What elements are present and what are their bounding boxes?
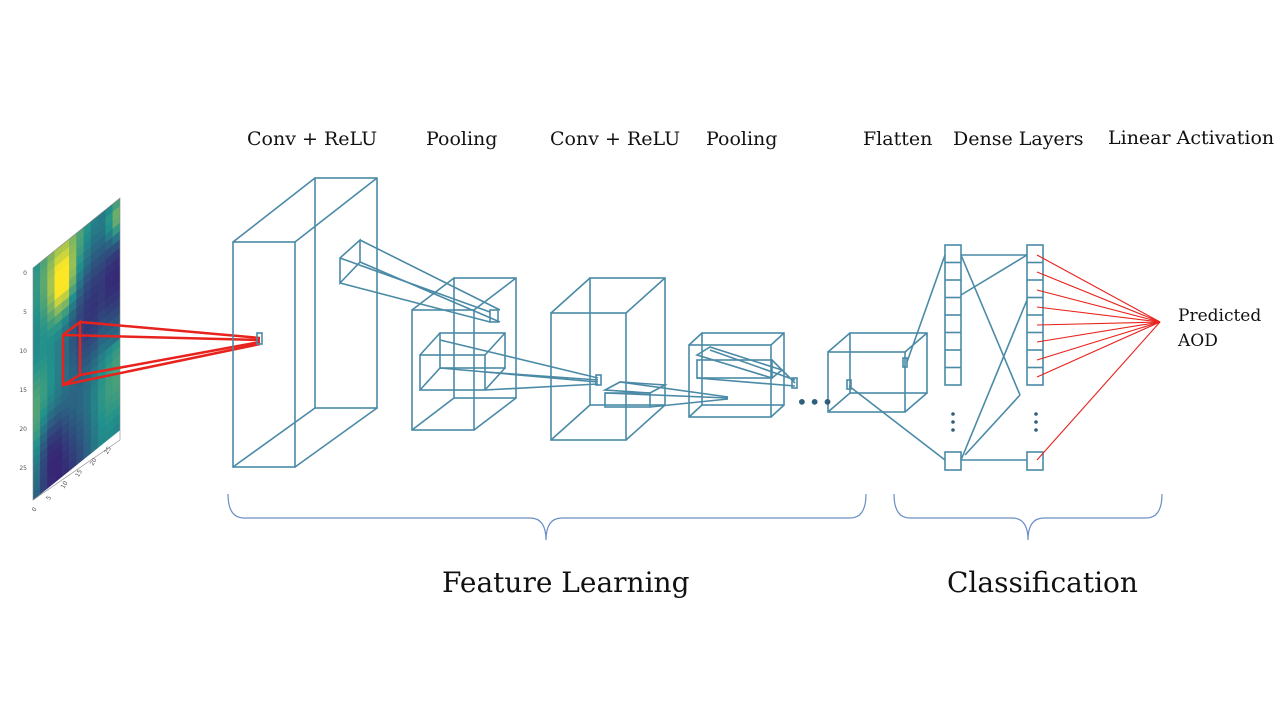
dense-layer-2 <box>1026 244 1044 471</box>
heatmap-y-tick: 5 <box>23 309 27 316</box>
heatmap-cell <box>112 247 120 263</box>
output-connection-line <box>1036 306 1161 323</box>
output-connection-line <box>1036 321 1161 326</box>
heatmap-cell <box>112 330 120 346</box>
output-connection-line <box>1036 321 1161 343</box>
heatmap-x-tick: 10 <box>60 480 70 490</box>
rf-line-2 <box>79 320 261 340</box>
feature-learning-bracket <box>227 493 867 541</box>
heatmap-cell <box>112 379 120 395</box>
heatmap-y-tick: 20 <box>19 426 27 433</box>
heatmap-cell <box>112 346 120 362</box>
dense-layer-1 <box>944 244 962 471</box>
heatmap-cell <box>112 280 120 296</box>
flatten-to-dense-connections <box>848 254 946 461</box>
heatmap-x-tick: 5 <box>45 495 53 502</box>
heatmap-cell <box>112 214 120 230</box>
heatmap-cell <box>112 272 120 288</box>
conv1-back-face <box>314 177 378 409</box>
label-pooling-2: Pooling <box>706 128 778 150</box>
output-connections <box>1036 254 1161 461</box>
heatmap-cell <box>112 421 120 437</box>
pool1-volume <box>411 277 599 431</box>
input-heatmap <box>32 197 121 501</box>
heatmap-y-tick: 15 <box>19 387 27 394</box>
conv1-to-pool1-kernel <box>339 238 501 323</box>
output-connection-line <box>1036 271 1161 323</box>
output-label-aod: AOD <box>1178 331 1218 351</box>
heatmap-x-tick: 20 <box>89 457 99 467</box>
heatmap-cell <box>112 413 120 428</box>
output-connection-line <box>1036 321 1161 361</box>
heatmap-cell <box>112 239 120 254</box>
heatmap-cell <box>112 338 120 354</box>
receptive-field-connections <box>61 319 261 388</box>
conv1-volume <box>232 177 378 468</box>
section-brackets <box>227 493 1163 541</box>
section-label-classification: Classification <box>947 566 1138 599</box>
output-connection-line <box>1036 289 1161 323</box>
heatmap-y-tick: 25 <box>19 465 27 472</box>
heatmap-cell <box>112 205 120 221</box>
label-flatten: Flatten <box>863 128 933 150</box>
heatmap-x-tick: 25 <box>103 445 113 455</box>
section-label-feature-learning: Feature Learning <box>442 566 690 599</box>
heatmap-cells <box>33 198 120 500</box>
conv1-kernel-patch <box>256 332 263 345</box>
label-linear-activation: Linear Activation <box>1108 127 1275 149</box>
label-dense-layers: Dense Layers <box>953 128 1084 150</box>
heatmap-cell <box>112 297 120 312</box>
heatmap-border <box>32 197 121 501</box>
heatmap-x-tick: 15 <box>74 468 84 478</box>
layer-ellipsis: ••• <box>796 390 835 414</box>
label-pooling-1: Pooling <box>426 128 498 150</box>
flatten-volume <box>827 332 928 413</box>
heatmap-y-tick: 0 <box>23 270 27 277</box>
label-conv-relu-2: Conv + ReLU <box>550 128 681 150</box>
rf-line-4 <box>62 342 261 387</box>
classification-bracket <box>893 493 1163 541</box>
output-connection-line <box>1036 321 1161 461</box>
heatmap-cell <box>112 222 120 238</box>
dense-ellipsis-dots <box>951 412 1038 432</box>
heatmap-cell <box>112 396 120 412</box>
output-connection-line <box>1036 254 1161 323</box>
heatmap-cell <box>112 404 120 420</box>
label-conv-relu-1: Conv + ReLU <box>247 128 378 150</box>
rf-line-3 <box>79 340 261 377</box>
heatmap-cell <box>112 355 120 370</box>
heatmap-cell <box>112 230 120 246</box>
heatmap-cell <box>112 255 120 271</box>
output-connection-line <box>1036 321 1161 378</box>
rf-line-1 <box>62 333 261 342</box>
heatmap-y-tick: 10 <box>19 348 27 355</box>
heatmap-cell <box>112 263 120 279</box>
heatmap-cell <box>112 288 120 304</box>
conv2-volume <box>550 277 729 441</box>
heatmap-cell <box>112 388 120 404</box>
dense-last-neuron <box>944 451 962 471</box>
dense-last-neuron <box>1026 451 1044 471</box>
output-label-predicted: Predicted <box>1178 306 1262 326</box>
conv1-front-face <box>232 241 296 468</box>
pool2-volume <box>688 332 798 418</box>
dense-cross-connections <box>960 254 1028 461</box>
heatmap-x-tick: 0 <box>31 506 39 513</box>
heatmap-cell <box>112 305 120 321</box>
